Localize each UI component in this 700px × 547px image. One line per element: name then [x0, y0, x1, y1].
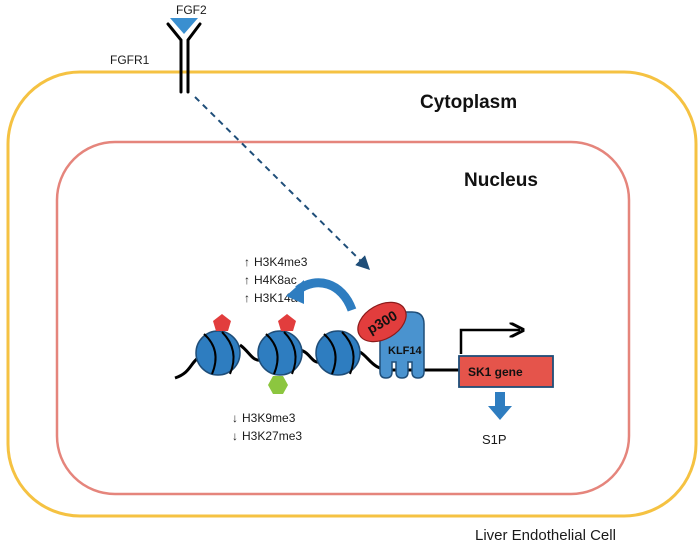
mark-up-arrow-icon: ↑ [244, 255, 250, 269]
fgf2-ligand-icon [170, 18, 198, 34]
signal-arrow [194, 96, 370, 270]
acetylation-curve-arrow [295, 278, 357, 312]
cytoplasm-label: Cytoplasm [420, 92, 517, 113]
s1p-label: S1P [482, 432, 507, 447]
mark-down-1: H3K9me3 [242, 411, 296, 425]
activating-mark-icon [278, 314, 296, 331]
transcription-start-arrow [459, 330, 520, 354]
downregulated-marks: ↓ H3K9me3 ↓ H3K27me3 [232, 411, 302, 443]
mark-down-arrow-icon: ↓ [232, 411, 238, 425]
nucleosome-3 [315, 330, 361, 376]
mark-up-arrow-icon: ↑ [244, 273, 250, 287]
fgfr1-label: FGFR1 [110, 53, 150, 67]
nuclear-envelope [55, 140, 631, 496]
fgf2-label: FGF2 [176, 3, 207, 17]
fgfr1-receptor-icon [166, 22, 202, 94]
activating-mark-icon [213, 314, 231, 331]
nucleosome-2 [257, 330, 303, 376]
nucleosome-1 [195, 330, 241, 376]
klf14-label: KLF14 [388, 345, 423, 357]
repressive-mark-icon [268, 376, 288, 394]
cell-type-label: Liver Endothelial Cell [475, 527, 616, 544]
mark-down-arrow-icon: ↓ [232, 429, 238, 443]
curve-arrowhead-icon [286, 280, 304, 304]
nucleus-label: Nucleus [464, 170, 538, 191]
mark-up-arrow-icon: ↑ [244, 291, 250, 305]
p300-coactivator: p300 [357, 301, 407, 343]
cell-membrane [6, 70, 698, 518]
s1p-output-arrow [488, 392, 512, 420]
dna-strand [174, 343, 470, 380]
sk1-gene-label: SK1 gene [468, 365, 523, 379]
sk1-gene-box [458, 355, 554, 388]
mark-down-2: H3K27me3 [242, 429, 302, 443]
mark-up-1: H3K4me3 [254, 255, 308, 269]
mark-up-2: H4K8ac [254, 273, 297, 287]
